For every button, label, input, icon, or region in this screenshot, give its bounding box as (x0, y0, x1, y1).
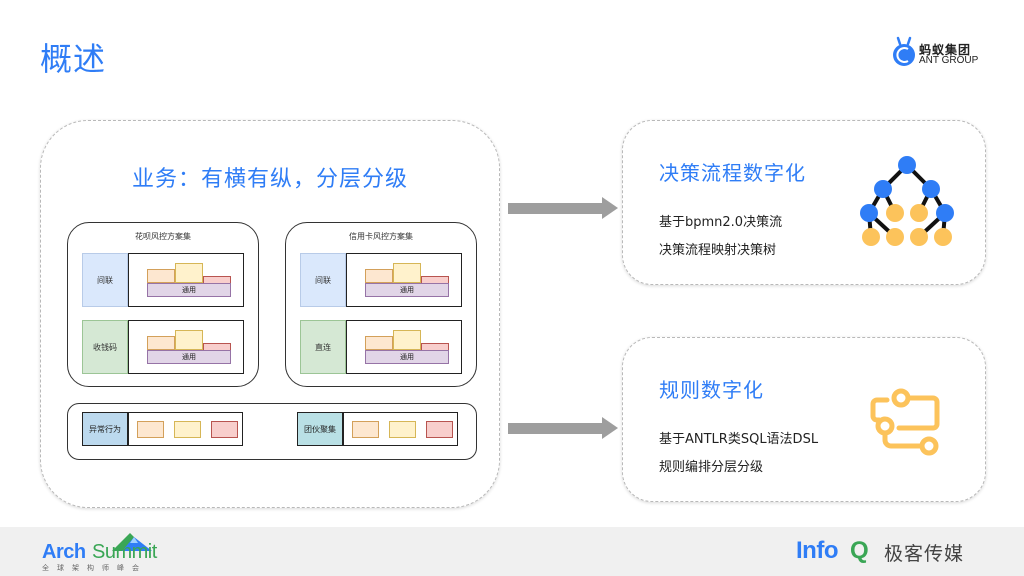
logo-info: Info (796, 537, 838, 564)
yellow-block (174, 421, 201, 438)
feature-line: 基于ANTLR类SQL语法DSL (659, 432, 819, 447)
common-bar: 通用 (365, 350, 449, 364)
row-panel: 通用 (128, 253, 244, 307)
brand-en: ANT GROUP (919, 55, 979, 66)
common-bar: 通用 (147, 283, 231, 297)
ant-logo-icon (893, 36, 915, 66)
orange-block (137, 421, 164, 438)
logo-subtitle: 全球架构师峰会 (42, 564, 147, 572)
red-block (211, 421, 238, 438)
common-bar: 通用 (365, 283, 449, 297)
mountain-icon (112, 533, 152, 551)
feature-card-rule: 规则数字化 基于ANTLR类SQL语法DSL 规则编排分层分级 (622, 337, 986, 502)
feature-line: 决策流程映射决策树 (659, 243, 777, 258)
arrow-right-icon (508, 197, 618, 219)
row-label: 间联 (300, 253, 346, 307)
logo-q: Q (850, 537, 869, 564)
logo-summit: Summit (92, 541, 157, 563)
yellow-block (175, 263, 203, 283)
scheme-row: 直连 通用 (300, 320, 462, 374)
feature-line: 基于bpmn2.0决策流 (659, 215, 783, 230)
orange-block (352, 421, 379, 438)
scheme-group: 花呗风控方案集 间联 通用 收钱码 通用 (67, 222, 259, 387)
business-card: 业务：有横有纵，分层分级 花呗风控方案集 间联 通用 收钱码 通用 信用卡风控方… (40, 120, 500, 508)
row-panel: 通用 (346, 253, 462, 307)
yellow-block (393, 263, 421, 283)
archsummit-logo: Arch Summit 全球架构师峰会 (42, 531, 162, 573)
scheme-title: 花呗风控方案集 (135, 232, 191, 241)
row-label: 直连 (300, 320, 346, 374)
strip-label: 团伙聚集 (297, 412, 343, 446)
feature-card-decision-flow: 决策流程数字化 基于bpmn2.0决策流 决策流程映射决策树 (622, 120, 986, 285)
strip-panel (343, 412, 458, 446)
scheme-title: 信用卡风控方案集 (349, 232, 413, 241)
shared-capabilities-group: 异常行为 团伙聚集 (67, 403, 477, 460)
red-block (426, 421, 453, 438)
row-label: 收钱码 (82, 320, 128, 374)
logo-arch: Arch (42, 541, 86, 563)
common-bar: 通用 (147, 350, 231, 364)
yellow-block (175, 330, 203, 350)
rule-flow-icon (870, 388, 940, 456)
arrow-right-icon (508, 417, 618, 439)
scheme-row: 间联 通用 (82, 253, 244, 307)
row-label: 间联 (82, 253, 128, 307)
scheme-group: 信用卡风控方案集 间联 通用 直连 通用 (285, 222, 477, 387)
brand-cn: 蚂蚁集团 (919, 43, 972, 57)
strip-panel (128, 412, 243, 446)
orange-block (365, 269, 393, 283)
yellow-block (389, 421, 416, 438)
feature-line: 规则编排分层分级 (659, 460, 764, 475)
scheme-row: 间联 通用 (300, 253, 462, 307)
logo-geekmedia: 极客传媒 (884, 543, 965, 565)
row-panel: 通用 (128, 320, 244, 374)
feature-title: 规则数字化 (659, 378, 764, 402)
strip-label: 异常行为 (82, 412, 128, 446)
page-title: 概述 (40, 40, 107, 78)
orange-block (147, 336, 175, 350)
ant-group-logo: 蚂蚁集团 ANT GROUP (892, 36, 1002, 68)
decision-tree-icon (860, 156, 954, 246)
orange-block (147, 269, 175, 283)
orange-block (365, 336, 393, 350)
scheme-row: 收钱码 通用 (82, 320, 244, 374)
row-panel: 通用 (346, 320, 462, 374)
business-heading: 业务：有横有纵，分层分级 (131, 167, 408, 192)
footer: Arch Summit 全球架构师峰会 Info Q 极客传媒 (0, 527, 1024, 576)
feature-title: 决策流程数字化 (659, 161, 806, 185)
yellow-block (393, 330, 421, 350)
